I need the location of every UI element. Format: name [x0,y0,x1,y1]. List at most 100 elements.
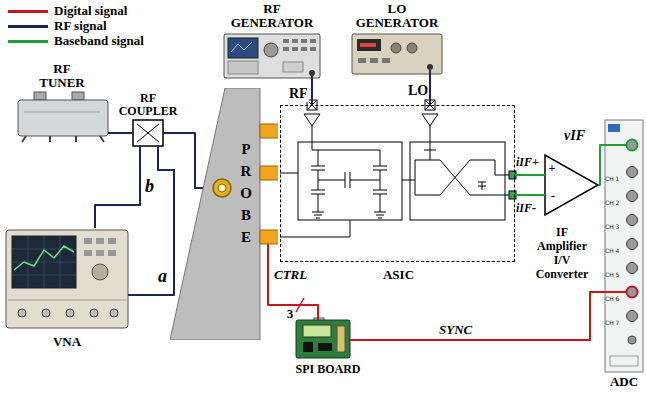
if-amplifier-label: IF Amplifier I/V Converter [531,225,593,281]
rf-tuner-text-box: RF TUNER [36,62,88,90]
asic-schematic-part [318,172,380,188]
lo-generator-art-part [370,58,378,63]
signal-name: vIF [563,128,586,144]
legend-text: Digital signal [54,3,194,19]
adc-instrument-label: ADC [603,374,645,389]
spi-board-art-part [337,326,345,352]
rf-generator-art-part [228,38,258,58]
adc-instrument-art-part [628,336,636,344]
signal-name: a [157,266,168,287]
asic-block: ASIC [280,105,515,262]
legend-swatch [8,10,48,13]
rf-generator-art-part [301,47,307,51]
lo-generator-art-part [358,58,366,63]
vna-art-part [66,309,74,317]
probe: P R O B E [170,88,278,340]
rf-generator-label: RF GENERATOR [227,2,317,30]
lo-generator-art-part [429,70,431,80]
adc-instrument-art-part [627,311,638,322]
vna-art-part [12,236,76,288]
vna-instrument: VNA [4,226,130,354]
probe-pad [260,230,278,244]
rf-coupler: RF COUPLER [112,92,184,148]
lo-generator-text-box: LO GENERATOR [352,2,442,30]
vna-art-part [14,246,74,270]
vna-art-part [96,238,104,244]
signal-cable [429,80,431,105]
signal-name: RF [288,86,309,102]
bus-width-number: 3 [284,307,296,321]
signal-label: iIF- [516,201,536,215]
vna-instrument-label: VNA [4,334,130,349]
if-amplifier: IF Amplifier I/V Converter [522,150,602,280]
probe-text-box: P R O B E [239,138,253,248]
lo-generator: LO GENERATOR [350,2,445,80]
adc-instrument-art-part [627,263,638,274]
channel-label-box: CH 4 [605,247,625,254]
if-amplifier-art [545,155,598,215]
rf-tuner-art-part [24,112,100,113]
rf-coupler-art-part [133,120,163,146]
minus-sign: - [548,189,558,203]
lo-generator-art-part [360,43,376,47]
channel-label: CH 7 [605,319,625,326]
vna-art-part [42,309,50,317]
signal-name: LO [407,83,429,99]
probe-body [170,88,260,340]
channel-label-box: CH 6 [605,295,625,302]
rf-generator-art-part [283,47,289,51]
channel-label: CH 3 [605,223,625,230]
spi-board-label: SPI BOARD [282,362,374,376]
lo-generator-art-part [391,43,401,53]
signal-cable [515,194,545,196]
rf-generator-art-part [310,47,316,51]
signal-label: b [145,176,154,197]
channel-label-box: CH 5 [605,271,625,278]
adc-instrument-art-part [627,140,638,151]
vna-art-part [110,309,118,317]
asic-block-label: ASIC [281,267,516,282]
vna-art-part [108,250,116,256]
adc-instrument-art-part [627,239,638,250]
asic-schematic-part [312,142,380,150]
legend-text: Baseband signal [54,33,194,49]
channel-label-box: CH 7 [605,319,625,326]
adc-instrument-art-part [610,356,638,366]
rf-generator-art-part [301,39,307,43]
legend-text-box: Digital signal [54,3,194,19]
coax-pin [218,184,226,192]
vna-instrument-text-box: VNA [4,334,130,349]
adc-instrument-text-box: ADC [603,374,645,389]
legend-text: RF signal [54,18,194,34]
spi-board-art-part [303,342,313,352]
asic-schematic-part [312,212,386,218]
lo-generator-label: LO GENERATOR [352,2,442,30]
probe-outline [170,88,278,340]
rf-coupler-label: RF COUPLER [116,92,180,118]
spi-board-art-part [296,320,350,358]
signal-cable [598,145,626,185]
signal-name: iIF- [515,201,537,215]
spi-board-art-part [303,325,331,337]
rf-coupler-text-box: RF COUPLER [116,92,180,118]
rf-generator-art-part [309,70,315,76]
vna-art-part [8,300,126,301]
asic-schematic-part [312,126,430,142]
rf-tuner: RF TUNER [10,62,122,142]
rf-tuner-art-part [22,136,104,142]
signal-cable [350,292,626,340]
plus-sign: + [547,161,557,175]
asic-schematic-part [280,173,298,174]
signal-name: SYNC [438,322,473,337]
legend-text-box: Baseband signal [54,33,194,49]
signal-cable [515,174,545,176]
channel-label: CH 1 [605,175,625,182]
legend-swatch [8,25,48,28]
rf-generator-art-part [283,39,289,43]
probe-pad [260,166,278,180]
legend-text-box: RF signal [54,18,194,34]
